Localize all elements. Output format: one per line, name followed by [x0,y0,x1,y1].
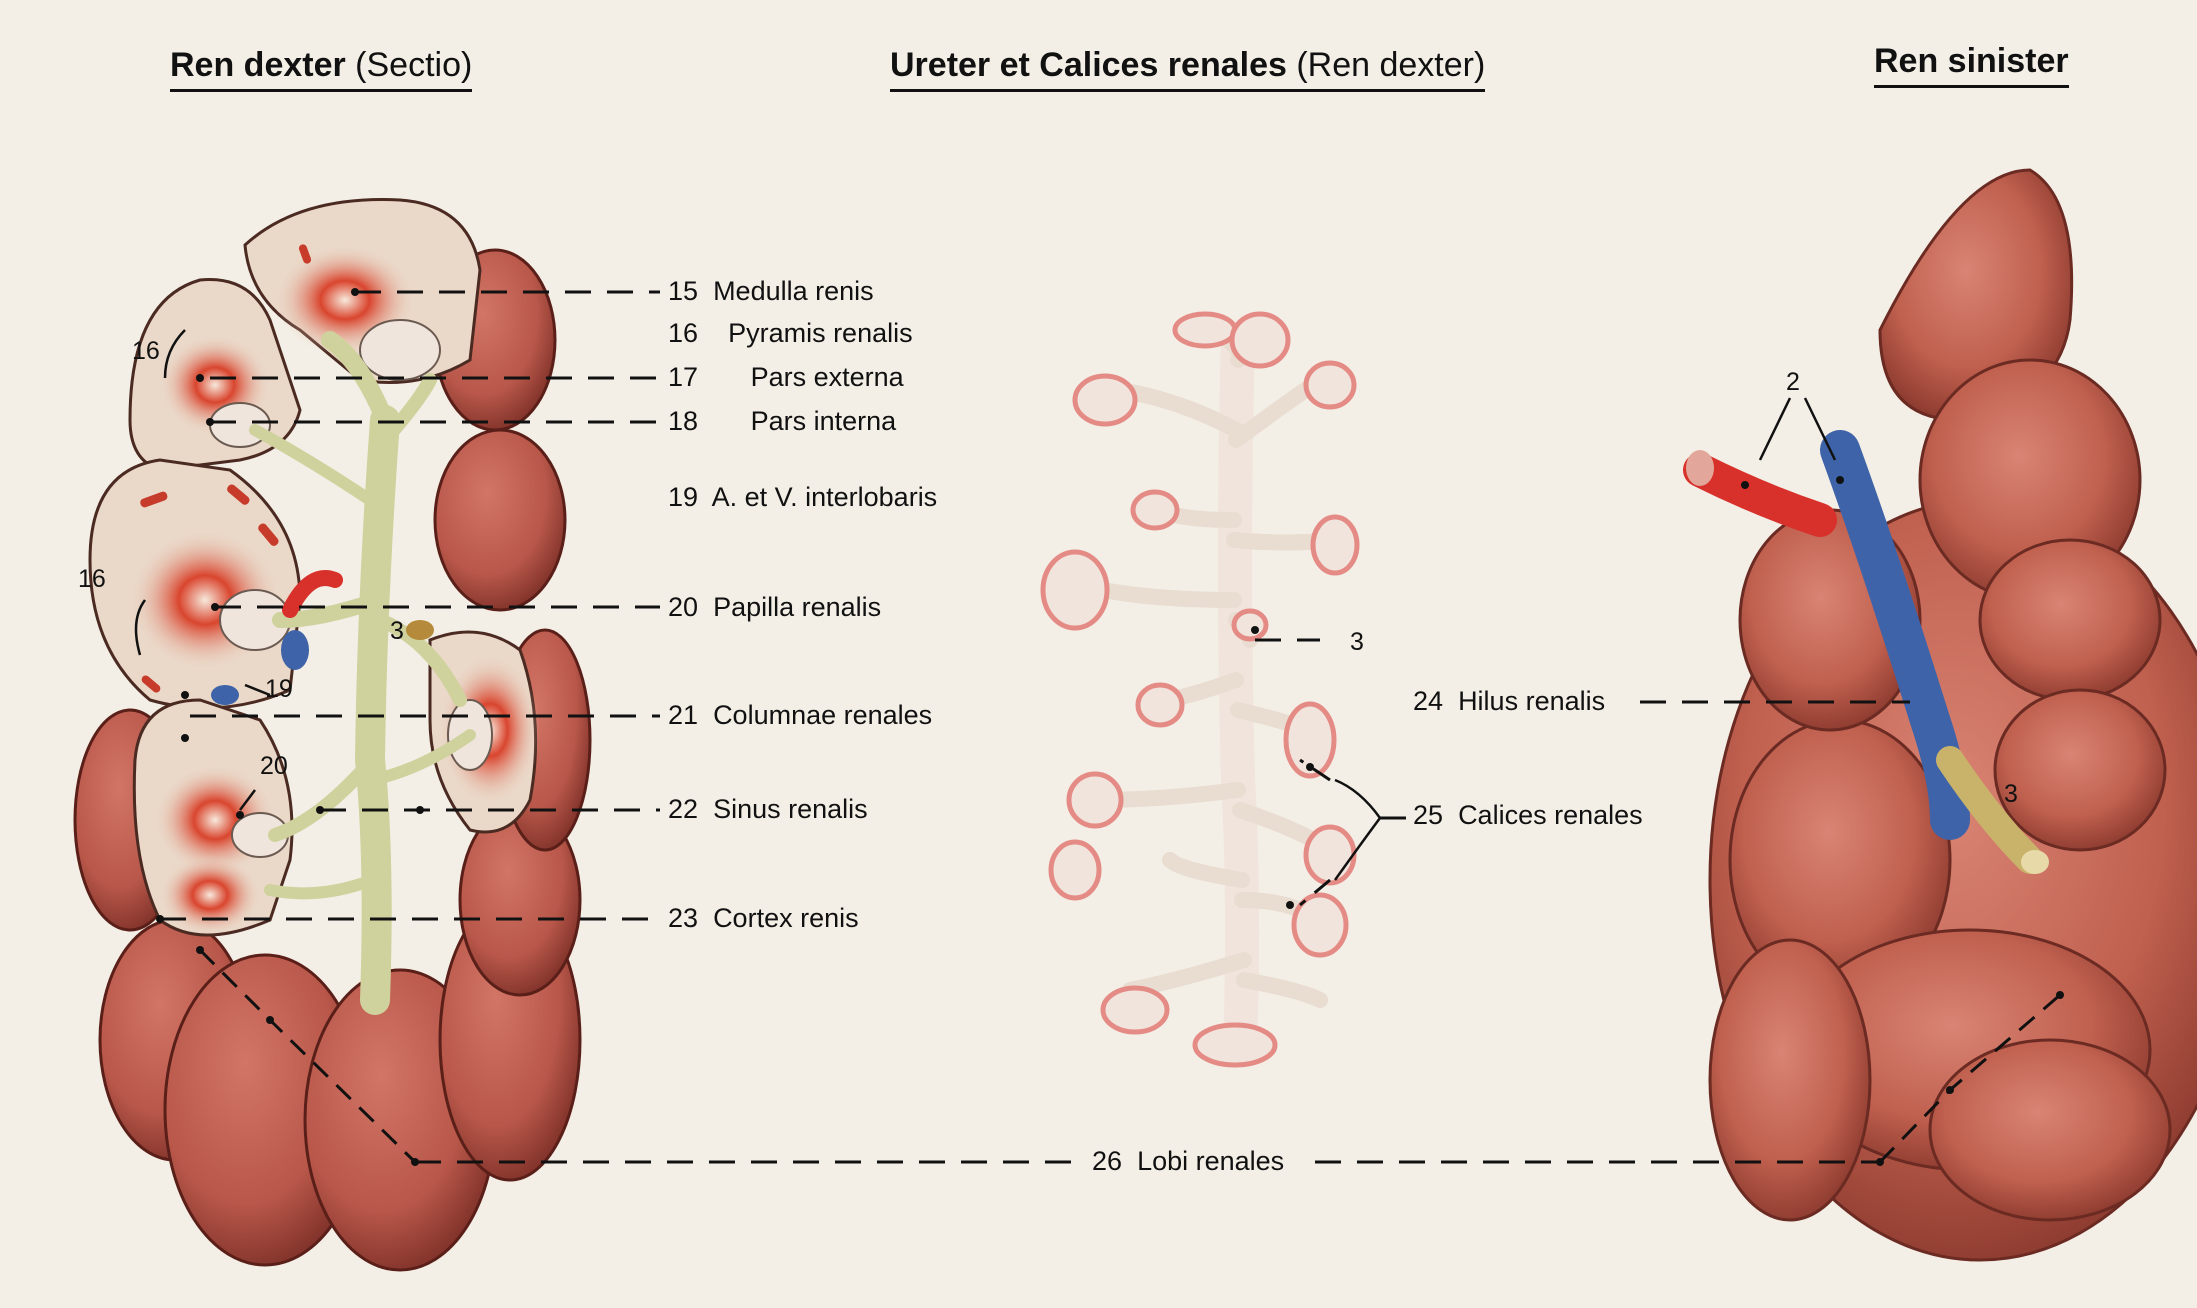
label-num: 25 [1413,800,1444,830]
label-21: 21 Columnae renales [668,700,932,731]
sinus-renalis [249,331,476,1015]
label-num: 24 [1413,686,1444,716]
ref-16-lower: 16 [78,565,106,593]
heading-ren-sinister: Ren sinister [1874,42,2069,88]
label-15: 15 Medulla renis [668,276,874,307]
ref-2-right: 2 [1786,368,1800,396]
label-24: 24 Hilus renalis [1413,686,1605,717]
label-23: 23 Cortex renis [668,903,859,934]
calyx-cups [1040,311,1360,1068]
heading-center-normal: (Ren dexter) [1286,46,1486,84]
ref-16-upper: 16 [132,337,160,365]
heading-right-bold: Ren sinister [1874,42,2069,80]
hilus-vessels [1683,430,2049,874]
right-lobes [1708,358,2172,1222]
ref-19: 19 [265,675,293,703]
label-17: 17 Pars externa [668,362,904,393]
label-num: 15 [668,276,699,306]
ref-20: 20 [260,752,288,780]
label-20: 20 Papilla renalis [668,592,881,623]
label-num: 16 [668,318,699,348]
ref-3-center: 3 [1350,628,1364,656]
ref-3-right: 3 [2004,780,2018,808]
label-text: Pars externa [750,362,904,392]
label-19: 19 A. et V. interlobaris [668,482,937,513]
heading-ureter-calices: Ureter et Calices renales (Ren dexter) [890,46,1486,92]
interlobar-vessels [140,244,434,705]
label-text: Pyramis renalis [728,318,913,348]
label-text: Columnae renales [713,700,933,730]
ren-dexter-section [73,198,592,1272]
label-text: Lobi renales [1137,1146,1285,1176]
label-num: 22 [668,794,699,824]
label-text: Pars interna [750,406,897,436]
heading-left-normal: (Sectio) [345,46,473,84]
label-text: Cortex renis [713,903,859,933]
label-num: 20 [668,592,699,622]
label-25: 25 Calices renales [1413,800,1643,831]
label-num: 18 [668,406,699,436]
leader-lines [160,290,1910,1164]
leader-solid [134,329,1837,881]
label-text: Medulla renis [713,276,874,306]
label-num: 17 [668,362,699,392]
leader-dots [156,288,2064,1166]
label-16: 16 Pyramis renalis [668,318,913,349]
ureter-calices [1040,311,1360,1068]
ref-3-left: 3 [390,617,404,645]
label-22: 22 Sinus renalis [668,794,868,825]
label-num: 23 [668,903,699,933]
ren-sinister [1683,168,2197,1262]
heading-left-bold: Ren dexter [170,46,346,84]
label-num: 21 [668,700,699,730]
lower-lobes [98,803,582,1272]
heading-ren-dexter: Ren dexter (Sectio) [170,46,473,92]
label-18: 18 Pars interna [668,406,896,437]
label-text: Papilla renalis [713,592,882,622]
label-text: Hilus renalis [1458,686,1606,716]
heading-center-bold: Ureter et Calices renales [890,46,1287,84]
label-text: Sinus renalis [713,794,868,824]
label-num: 26 [1092,1146,1123,1176]
label-26: 26 Lobi renales [1092,1146,1284,1177]
label-text: A. et V. interlobaris [711,482,938,512]
papillae [209,319,493,858]
label-text: Calices renales [1458,800,1643,830]
label-num: 19 [668,482,699,512]
